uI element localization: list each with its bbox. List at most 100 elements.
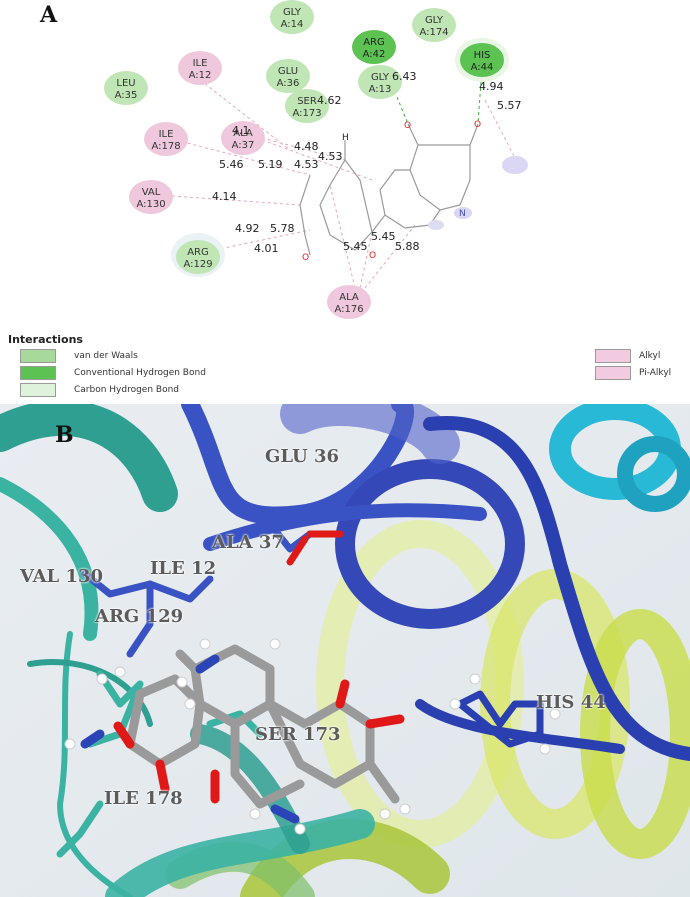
svg-text:A:37: A:37 — [232, 140, 255, 151]
svg-text:A:173: A:173 — [292, 108, 321, 119]
svg-text:ILE: ILE — [159, 129, 174, 140]
svg-text:A:13: A:13 — [369, 84, 392, 95]
ribbon-teal — [0, 404, 375, 897]
oxygen-atom-3: O — [302, 253, 309, 263]
pi-ring-marker — [502, 156, 528, 174]
legend-item-alkyl: Alkyl — [595, 349, 660, 363]
ligand-oxygen-1 — [335, 679, 350, 709]
legend-item-pi-alkyl: Pi-Alkyl — [595, 366, 671, 380]
helix-cyan — [549, 404, 690, 512]
ile178-side-chain — [56, 800, 104, 858]
residue-arg129: ARG A:129 — [171, 233, 225, 277]
legend-swatch — [20, 366, 56, 380]
svg-text:GLU: GLU — [278, 66, 298, 77]
label-ile12: ILE 12 — [150, 558, 217, 579]
alkyl-line-his44 — [484, 99, 516, 159]
distance-label: 4.48 — [294, 140, 319, 153]
nitrogen-glow — [454, 207, 472, 219]
distance-label: 4.14 — [212, 190, 237, 203]
ligand-oxygens — [113, 679, 405, 804]
residue-ala37: ALA A:37 — [221, 121, 265, 155]
panel-a-letter: A — [40, 2, 58, 28]
side-chains — [56, 520, 544, 858]
svg-text:A:14: A:14 — [281, 19, 304, 30]
legend-label: van der Waals — [74, 351, 138, 361]
ligand-skeleton — [299, 123, 479, 256]
ligand-oxygen-5 — [113, 721, 135, 749]
distance-label: 5.78 — [270, 222, 295, 235]
svg-text:ALA: ALA — [339, 292, 359, 303]
distance-label: 4.1 — [232, 124, 250, 137]
legend-label: Alkyl — [639, 351, 661, 361]
alkyl-line-ala176a — [329, 184, 356, 289]
residue-his44: HIS A:44 — [455, 38, 509, 82]
alkyl-line-ala37b — [261, 139, 373, 181]
legend-item-ch-bond: Carbon Hydrogen Bond — [20, 383, 179, 397]
legend-swatch — [20, 383, 56, 397]
his44-side-chain — [456, 690, 544, 748]
oxygen-atom-1: O — [404, 121, 411, 131]
legend-item-vdw: van der Waals — [20, 349, 138, 363]
ligand-methyl — [365, 759, 400, 804]
protein-3d-render — [0, 404, 690, 897]
ligand-bond-carbonyls — [407, 123, 479, 146]
label-glu36: GLU 36 — [265, 446, 340, 467]
alkyl-line-ile12 — [199, 79, 291, 151]
svg-text:ARG: ARG — [363, 37, 385, 48]
arg129-side-chain — [86, 670, 144, 748]
residue-ser173: SER A:173 — [285, 89, 329, 123]
distance-label: 5.19 — [258, 158, 283, 171]
oxygen-atom-4: O — [369, 251, 376, 261]
ligand-bond-link — [371, 214, 386, 233]
hbond-line-gly13 — [396, 96, 409, 125]
distance-label: 6.43 — [392, 70, 417, 83]
ligand-ring-3 — [319, 159, 373, 251]
residue-ile178: ILE A:178 — [144, 122, 188, 156]
residue-glu36: GLU A:36 — [266, 59, 310, 93]
ligand-3d — [125, 644, 400, 809]
ser173-side-chain — [206, 710, 264, 738]
ligand-ring-d — [230, 719, 305, 809]
svg-text:A:178: A:178 — [151, 141, 180, 152]
ribbon-blue — [181, 404, 690, 761]
oxygen-atom-2: O — [474, 120, 481, 130]
legend-title: Interactions — [8, 333, 83, 346]
legend-swatch — [595, 349, 631, 363]
residue-gly174: GLY A:174 — [412, 8, 456, 42]
nitrogen-atom: N — [459, 209, 466, 219]
residue-leu35: LEU A:35 — [104, 71, 148, 105]
residue-ala176: ALA A:176 — [327, 285, 371, 319]
svg-text:VAL: VAL — [142, 187, 161, 198]
residue-gly13: GLY A:13 — [358, 65, 402, 99]
residue-gly14: GLY A:14 — [270, 0, 314, 34]
hydrogen-atoms — [64, 638, 561, 835]
svg-text:SER: SER — [297, 96, 317, 107]
ligand-bond — [175, 649, 200, 674]
svg-text:HIS: HIS — [474, 50, 491, 61]
label-ile178: ILE 178 — [104, 788, 183, 809]
svg-text:A:36: A:36 — [277, 78, 300, 89]
alkyl-line-arg129 — [214, 229, 311, 251]
hydrogen-atom: H — [342, 133, 349, 143]
interaction-map: O O O O N H GLY A:14 GLY A:174 ARG A:42 … — [104, 0, 528, 319]
svg-text:A:129: A:129 — [183, 259, 212, 270]
distance-label: 4.53 — [294, 158, 319, 171]
panel-b-letter: B — [55, 422, 74, 448]
ring-atom-glow — [428, 220, 444, 230]
alkyl-line-ile178 — [175, 139, 311, 176]
distance-label: 5.45 — [343, 240, 368, 253]
svg-text:A:174: A:174 — [419, 27, 448, 38]
legend-label: Pi-Alkyl — [639, 368, 672, 378]
glu36-oxygen-2 — [286, 535, 309, 566]
label-his44: HIS 44 — [536, 692, 606, 713]
residue-val130: VAL A:130 — [129, 180, 173, 214]
svg-text:A:12: A:12 — [189, 70, 212, 81]
panel-b-3d-binding-pose: B GLU 36 ALA 37 ILE 12 VAL 130 ARG 129 S… — [0, 404, 690, 897]
legend-label: Conventional Hydrogen Bond — [74, 368, 206, 378]
svg-text:LEU: LEU — [116, 78, 135, 89]
legend-swatch — [595, 366, 631, 380]
svg-text:ILE: ILE — [193, 58, 208, 69]
distance-label: 5.45 — [371, 230, 396, 243]
distance-label: 5.57 — [497, 99, 522, 112]
alkyl-line-ala37 — [261, 137, 346, 161]
